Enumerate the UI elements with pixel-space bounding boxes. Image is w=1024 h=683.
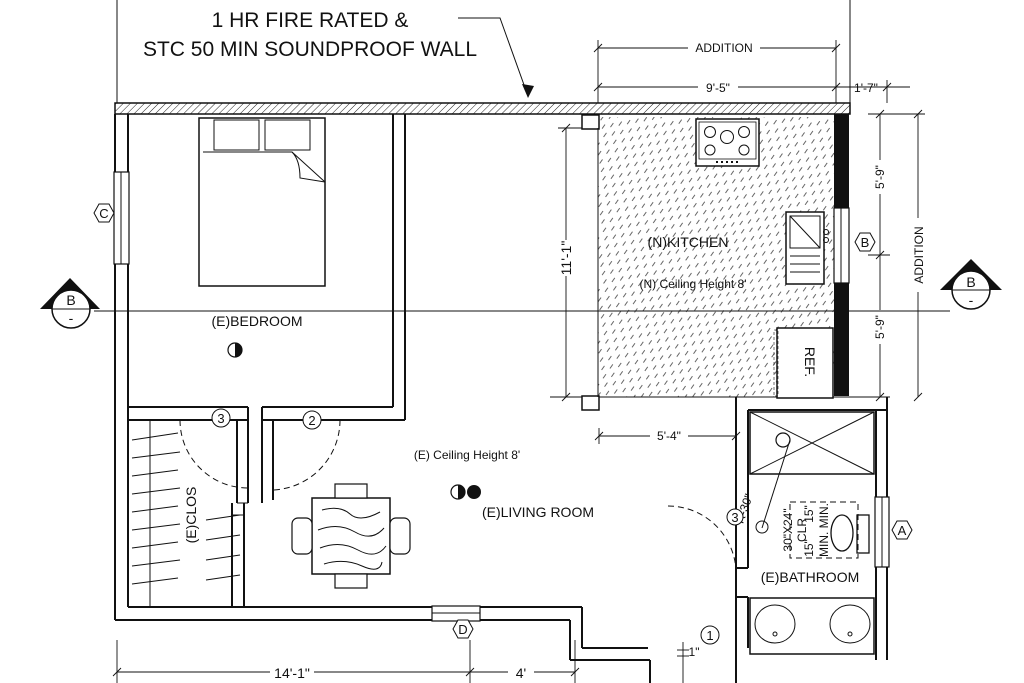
door-tag-3-closet: 3 — [211, 408, 231, 428]
window-d — [431, 605, 481, 622]
door-tag-3-bathroom: 3 — [726, 508, 744, 526]
section-right-letter: B — [966, 274, 975, 290]
svg-text:1: 1 — [706, 628, 713, 643]
stove — [695, 118, 760, 167]
living-ceiling-label: (E) Ceiling Height 8' — [414, 448, 520, 462]
section-marker-left: B - — [40, 278, 100, 329]
closet-walls — [149, 420, 274, 607]
bedroom-label: (E)BEDROOM — [212, 313, 303, 329]
bedroom-door-swings — [179, 419, 341, 491]
svg-text:3: 3 — [217, 411, 224, 426]
window-tag-b: B — [854, 232, 876, 252]
door-tag-1-entry: 1 — [700, 625, 720, 645]
bedroom-walls — [128, 114, 406, 421]
section-left-sub: - — [69, 310, 74, 326]
right-upper-dim: 5'-9" — [873, 165, 887, 189]
dimension-addition-top: ADDITION — [593, 40, 841, 103]
wall-note-leader — [458, 17, 529, 97]
bottom-small-dim: 1" — [689, 645, 700, 659]
dimension-right-side: 5'-9" 5'-9" ADDITION — [868, 109, 926, 402]
toilet-clr-label: CLR — [795, 518, 809, 542]
svg-text:A: A — [898, 523, 907, 538]
wall-note-arrowhead — [522, 84, 534, 98]
kitchen-sink — [785, 211, 829, 285]
svg-text:C: C — [99, 206, 108, 221]
window-tag-a: A — [891, 520, 913, 540]
dimension-kitchen-height: 11'-1" — [550, 123, 582, 402]
kitchen-height-dim: 11'-1" — [558, 241, 574, 276]
kitchen-walls — [581, 114, 890, 411]
closet-hangers — [131, 432, 241, 585]
dimension-bottom: 14'-1" 4' 1" — [112, 640, 700, 683]
refrigerator-label: REF. — [802, 347, 818, 377]
refrigerator: REF. — [773, 327, 834, 399]
addition-side-label: ADDITION — [912, 226, 926, 283]
shower — [749, 411, 875, 475]
bottom-mid-dim: 4' — [516, 665, 526, 681]
dimension-counter: 5'-4" — [594, 428, 741, 444]
svg-text:B: B — [861, 235, 870, 250]
svg-text:2: 2 — [308, 413, 315, 428]
fire-rated-wall — [114, 102, 851, 115]
toilet-side-a: 15" — [802, 539, 816, 557]
toilet-clearance: 30"X24" — [781, 508, 795, 551]
window-c — [113, 171, 130, 265]
smoke-detector-icon — [227, 342, 243, 358]
toilet-min-label: MIN. MIN. — [817, 503, 831, 557]
wall-note-line1: 1 HR FIRE RATED & — [212, 9, 409, 32]
wall-note-line2: STC 50 MIN SOUNDPROOF WALL — [143, 38, 477, 61]
kitchen-width-dim: 9'-5" — [706, 81, 730, 95]
section-marker-right: B - — [940, 259, 1002, 310]
counter-dim: 5'-4" — [657, 429, 681, 443]
door-tag-2-bedroom: 2 — [302, 410, 322, 430]
section-right-sub: - — [969, 292, 974, 308]
kitchen-ceiling-label: (N) Ceiling Height 8' — [640, 277, 747, 291]
bottom-left-dim: 14'-1" — [274, 665, 310, 681]
bed — [198, 117, 326, 287]
svg-text:3: 3 — [731, 510, 738, 525]
right-lower-dim: 5'-9" — [873, 315, 887, 339]
toilet: 30"X24" CLR 15" 15" MIN. MIN. — [781, 501, 870, 559]
section-left-letter: B — [66, 292, 75, 308]
addition-top-label: ADDITION — [695, 41, 752, 55]
svg-text:D: D — [458, 622, 467, 637]
bathroom-label: (E)BATHROOM — [761, 569, 860, 585]
smoke-co-detector-icon — [450, 484, 481, 500]
dimension-kitchen-width: 9'-5" — [593, 80, 841, 95]
right-width-dim: 1'-7" — [854, 81, 878, 95]
fire-rated-wall-note: 1 HR FIRE RATED & STC 50 MIN SOUNDPROOF … — [143, 9, 534, 98]
dimension-right-width: 1'-7" — [836, 80, 910, 103]
window-b — [833, 207, 850, 284]
dining-table — [291, 483, 411, 589]
living-room-label: (E)LIVING ROOM — [482, 504, 594, 520]
closet-label: (E)CLOS — [183, 487, 199, 544]
bathroom-vanity — [749, 597, 875, 655]
toilet-side-b: 15" — [802, 505, 816, 523]
kitchen-label: (N)KITCHEN — [648, 234, 729, 250]
window-tag-d: D — [452, 619, 474, 639]
window-tag-c: C — [93, 203, 115, 223]
window-a — [874, 496, 890, 568]
